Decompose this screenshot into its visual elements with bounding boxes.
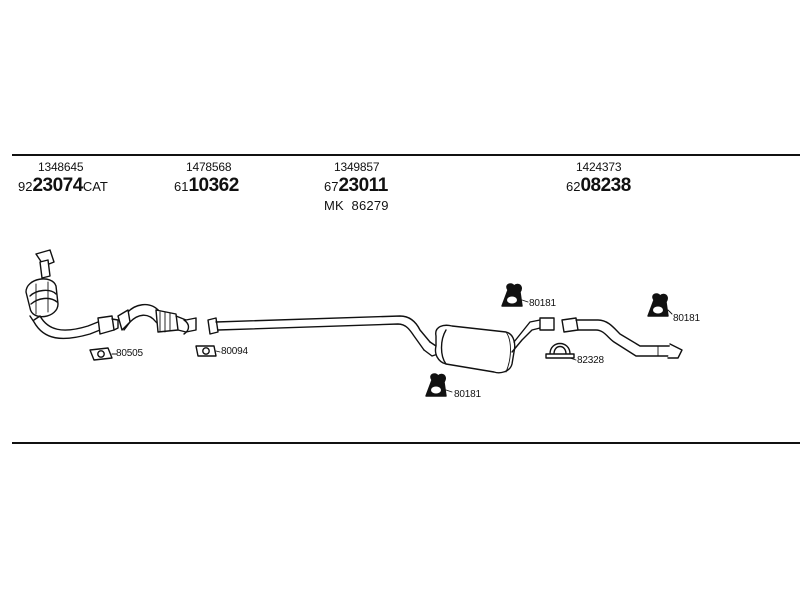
hanger-80181-lower[interactable]: [425, 373, 447, 397]
oe-number: 1424373: [576, 160, 622, 174]
intermediate-pipe[interactable]: [207, 315, 445, 357]
catalytic-converter[interactable]: [25, 249, 119, 340]
part-code: 9223074CAT: [18, 175, 108, 196]
part-code: 6110362: [174, 175, 239, 196]
hanger-80181-rear[interactable]: [647, 293, 669, 317]
gasket-80094[interactable]: [195, 345, 217, 357]
gasket-80505[interactable]: [89, 347, 113, 361]
part-code: 6208238: [566, 175, 631, 196]
hanger-80181-upper[interactable]: [501, 283, 523, 307]
gasket-80094-label: 80094: [221, 346, 248, 357]
clamp-82328[interactable]: [545, 342, 575, 359]
part-header-catalyst[interactable]: 1348645 9223074CAT: [18, 160, 108, 197]
tail-pipe[interactable]: [561, 317, 683, 359]
part-header-tail-pipe[interactable]: 1424373 6208238: [566, 160, 631, 197]
top-rule: [12, 154, 800, 156]
oe-number: 1348645: [38, 160, 84, 174]
gasket-80505-label: 80505: [116, 348, 143, 359]
oe-number: 1478568: [186, 160, 232, 174]
mounting-kit-label: MK 86279: [324, 198, 389, 213]
part-header-middle-silencer[interactable]: 1349857 6723011 MK 86279: [324, 160, 389, 213]
part-code: 6723011: [324, 175, 388, 196]
clamp-82328-label: 82328: [577, 355, 604, 366]
hanger-80181-lower-label: 80181: [454, 389, 481, 400]
flexible-front-pipe[interactable]: [117, 304, 197, 335]
middle-silencer[interactable]: [434, 317, 555, 374]
part-header-front-pipe[interactable]: 1478568 6110362: [174, 160, 239, 197]
oe-number: 1349857: [334, 160, 380, 174]
bottom-rule: [12, 442, 800, 444]
hanger-80181-rear-label: 80181: [673, 313, 700, 324]
hanger-80181-upper-label: 80181: [529, 298, 556, 309]
